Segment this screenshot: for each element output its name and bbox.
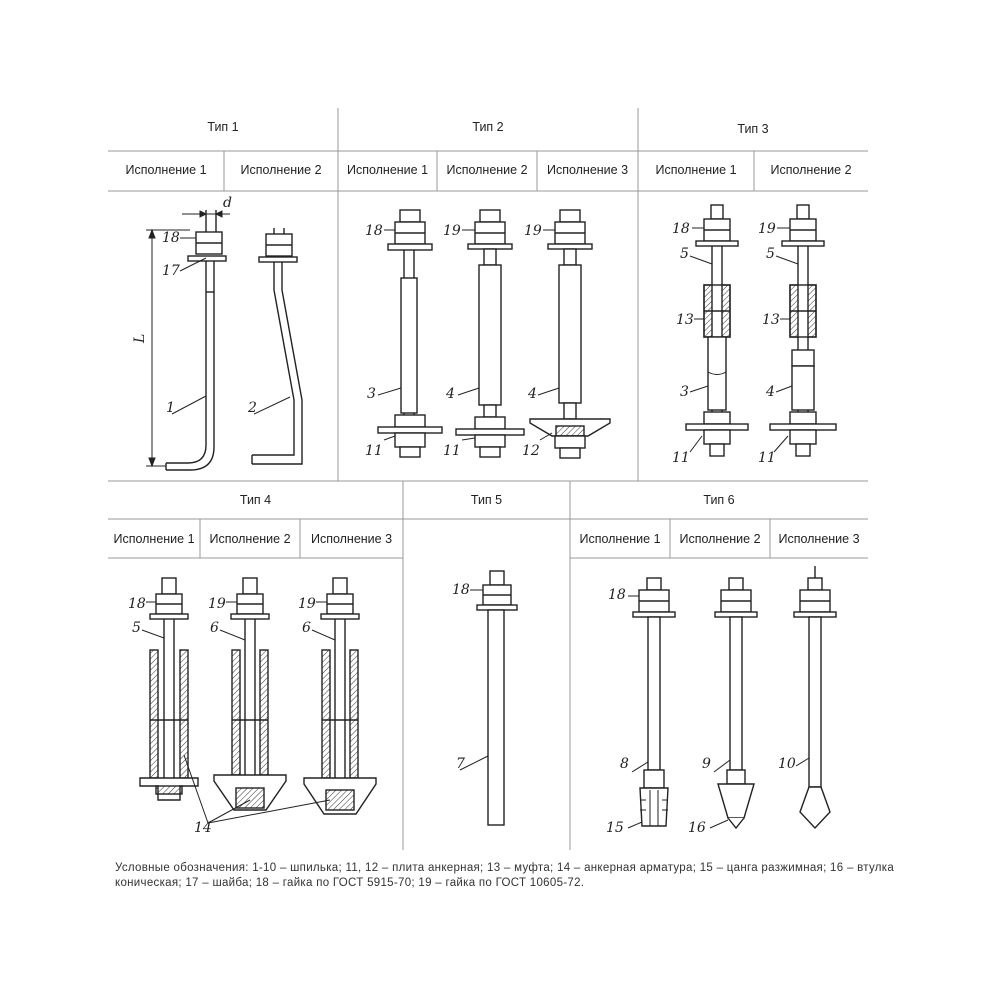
type4-variant-2: Исполнение 2	[209, 532, 291, 546]
type6-variant-2: Исполнение 2	[679, 532, 761, 546]
type1-leaders	[171, 237, 291, 415]
type3-bolt-2	[769, 204, 837, 457]
callout-11: 11	[758, 450, 776, 466]
callout-6: 6	[302, 620, 311, 636]
type4-variant-1: Исполнение 1	[113, 532, 195, 546]
callout-19: 19	[524, 223, 542, 239]
type2-leaders	[377, 229, 560, 441]
callout-14: 14	[194, 820, 212, 836]
callout-18: 18	[672, 221, 690, 237]
type1-bolt-2	[251, 228, 303, 465]
callout-16: 16	[688, 820, 706, 836]
callout-18: 18	[162, 230, 180, 246]
callout-18: 18	[128, 596, 146, 612]
type1-title: Тип 1	[207, 120, 239, 134]
callout-19: 19	[443, 223, 461, 239]
type6-variant-3: Исполнение 3	[778, 532, 860, 546]
callout-4: 4	[527, 386, 537, 402]
callout-2: 2	[247, 400, 257, 416]
type1-bolt-1	[165, 210, 227, 471]
dim-d-label: d	[223, 195, 232, 211]
callout-3: 3	[367, 386, 376, 402]
type6-bolt-2	[714, 577, 758, 830]
callout-4: 4	[445, 386, 455, 402]
callout-6: 6	[210, 620, 219, 636]
type2-bolt-3	[529, 209, 611, 459]
callout-11: 11	[672, 450, 690, 466]
type2-bolt-2	[455, 209, 525, 458]
type3-drawings	[685, 204, 837, 457]
type6-title: Тип 6	[703, 493, 735, 507]
callout-18: 18	[365, 223, 383, 239]
dim-L-label: L	[132, 334, 148, 344]
type2-variant-2: Исполнение 2	[446, 163, 528, 177]
type2-title: Тип 2	[472, 120, 504, 134]
callout-7: 7	[456, 756, 465, 772]
type4-bolt-3	[303, 577, 377, 815]
callout-8: 8	[620, 756, 629, 772]
callout-19: 19	[758, 221, 776, 237]
type5-title: Тип 5	[470, 493, 503, 507]
type2-bolt-1	[377, 209, 443, 458]
callout-10: 10	[778, 756, 796, 772]
dimension-d	[182, 210, 230, 218]
type6-bolt-1	[632, 577, 676, 827]
type1-variant-1: Исполнение 1	[125, 163, 207, 177]
type3-leaders	[689, 227, 799, 453]
callout-17: 17	[162, 263, 180, 279]
callout-5: 5	[766, 246, 775, 262]
type2-drawings	[377, 209, 611, 459]
table-grid	[108, 108, 868, 850]
type2-variant-3: Исполнение 3	[546, 163, 629, 177]
type4-title: Тип 4	[239, 493, 272, 507]
callout-18: 18	[452, 582, 470, 598]
callout-4: 4	[765, 384, 775, 400]
type5-drawings	[459, 570, 518, 826]
type3-bolt-1	[685, 204, 749, 457]
callout-13: 13	[762, 312, 780, 328]
type4-drawings	[139, 577, 377, 824]
callout-15: 15	[606, 820, 624, 836]
type4-variant-3: Исполнение 3	[310, 532, 393, 546]
type1-variant-2: Исполнение 2	[240, 163, 322, 177]
callout-19: 19	[208, 596, 226, 612]
callouts: d L 18 17 1 2 18 19 19 3 4 4 11 11 12 18…	[128, 195, 796, 836]
type2-variant-1: Исполнение 1	[346, 163, 429, 177]
callout-5: 5	[680, 246, 689, 262]
type4-bolt-1	[139, 577, 199, 801]
type3-variant-2: Исполнение 2	[770, 163, 852, 177]
callout-3: 3	[680, 384, 689, 400]
callout-19: 19	[298, 596, 316, 612]
callout-12: 12	[522, 443, 540, 459]
type6-bolt-3	[793, 566, 837, 830]
type6-leaders	[627, 595, 810, 829]
callout-5: 5	[132, 620, 141, 636]
callout-18: 18	[608, 587, 626, 603]
callout-9: 9	[702, 756, 711, 772]
callout-11: 11	[365, 443, 383, 459]
callout-13: 13	[676, 312, 694, 328]
type4-bolt-2	[213, 577, 287, 811]
type6-variant-1: Исполнение 1	[579, 532, 661, 546]
type3-variant-1: Исполнение 1	[655, 163, 737, 177]
type4-leaders	[141, 601, 336, 824]
dimension-L	[146, 228, 190, 468]
type6-drawings	[627, 566, 837, 830]
callout-1: 1	[166, 400, 175, 416]
legend-text: Условные обозначения: 1-10 – шпилька; 11…	[115, 862, 895, 889]
callout-11: 11	[443, 443, 461, 459]
type3-title: Тип 3	[737, 122, 769, 136]
type1-drawings	[146, 210, 303, 471]
